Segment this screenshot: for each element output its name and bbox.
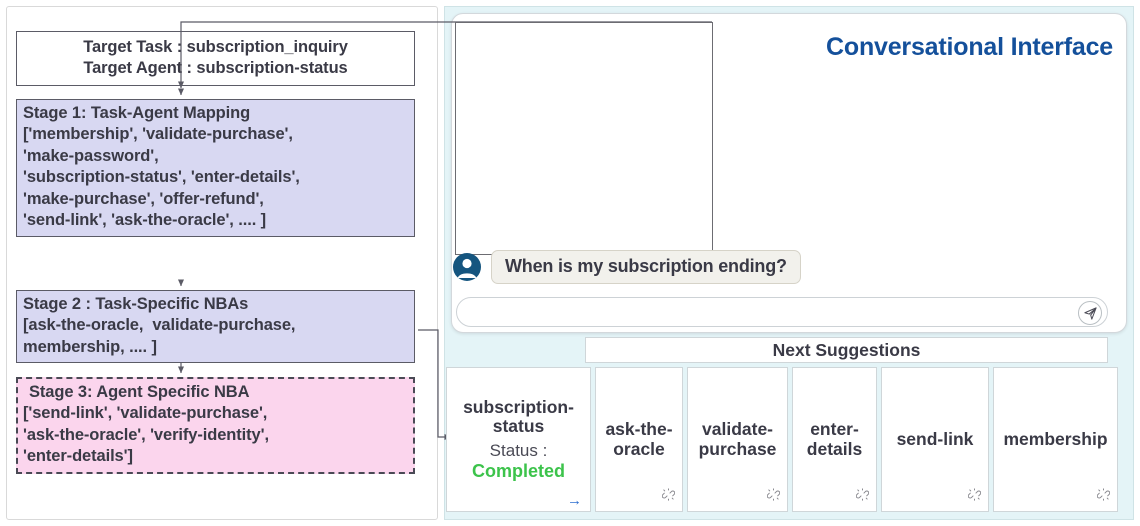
stage1-line-1: ['membership', 'validate-purchase', — [23, 125, 293, 144]
stage3-box: Stage 3: Agent Specific NBA ['send-link'… — [16, 377, 415, 474]
stage1-line-4: 'make-purchase', 'offer-refund', — [23, 189, 264, 208]
broken-link-icon[interactable] — [855, 486, 870, 506]
card-title: send-link — [896, 428, 974, 449]
suggestion-card-membership[interactable]: membership — [993, 367, 1118, 512]
card-title: membership — [1003, 428, 1108, 449]
stage2-line-1: [ask-the-oracle, validate-purchase, — [23, 316, 296, 335]
stage1-box: Stage 1: Task-Agent Mapping ['membership… — [16, 99, 415, 237]
broken-link-icon[interactable] — [661, 486, 676, 506]
target-task-box: Target Task : subscription_inquiry Targe… — [16, 31, 415, 86]
user-message-bubble: When is my subscription ending? — [491, 250, 801, 284]
suggestion-card-enter-details[interactable]: enter-details — [792, 367, 877, 512]
suggestion-card-validate-purchase[interactable]: validate-purchase — [687, 367, 788, 512]
card-title: subscription-status — [463, 396, 574, 437]
send-paper-plane-icon[interactable] — [1078, 301, 1102, 325]
user-avatar-icon — [452, 252, 482, 282]
stage1-title: Stage 1: Task-Agent Mapping — [23, 104, 251, 122]
stage2-title: Stage 2 : Task-Specific NBAs — [23, 295, 249, 313]
pipeline-panel: Target Task : subscription_inquiry Targe… — [6, 6, 438, 520]
stage3-line-3: 'enter-details'] — [23, 447, 133, 466]
suggestion-card-subscription-status[interactable]: subscription-status Status : Completed → — [446, 367, 591, 512]
arrow-right-icon[interactable]: → — [567, 492, 582, 509]
stage1-line-5: 'send-link', 'ask-the-oracle', .... ] — [23, 211, 267, 230]
stage3-line-2: 'ask-the-oracle', 'verify-identity', — [23, 425, 269, 444]
target-agent-line: Target Agent : subscription-status — [83, 59, 348, 78]
stage2-box: Stage 2 : Task-Specific NBAs [ask-the-or… — [16, 290, 415, 364]
suggestion-card-ask-the-oracle[interactable]: ask-the-oracle — [595, 367, 683, 512]
status-badge: Completed — [471, 461, 565, 482]
user-message-row: When is my subscription ending? — [452, 250, 801, 284]
chat-input[interactable] — [456, 297, 1108, 327]
broken-link-icon[interactable] — [1096, 486, 1111, 506]
card-title: validate-purchase — [698, 418, 777, 459]
stage1-line-2: 'make-password', — [23, 146, 159, 165]
annotation-rectangle — [455, 22, 713, 255]
next-suggestions-header: Next Suggestions — [585, 337, 1108, 363]
next-suggestions-list: subscription-status Status : Completed →… — [446, 367, 1118, 512]
suggestion-card-send-link[interactable]: send-link — [881, 367, 989, 512]
card-title: enter-details — [806, 418, 863, 459]
broken-link-icon[interactable] — [766, 486, 781, 506]
broken-link-icon[interactable] — [967, 486, 982, 506]
card-title: ask-the-oracle — [605, 418, 673, 459]
stage3-title: Stage 3: Agent Specific NBA — [29, 383, 250, 401]
target-task-line: Target Task : subscription_inquiry — [83, 38, 348, 56]
page-title: Conversational Interface — [826, 33, 1113, 61]
stage1-line-3: 'subscription-status', 'enter-details', — [23, 168, 300, 187]
card-status-label: Status : — [489, 441, 548, 460]
stage2-line-2: membership, .... ] — [23, 337, 157, 356]
stage3-line-1: ['send-link', 'validate-purchase', — [23, 404, 268, 423]
